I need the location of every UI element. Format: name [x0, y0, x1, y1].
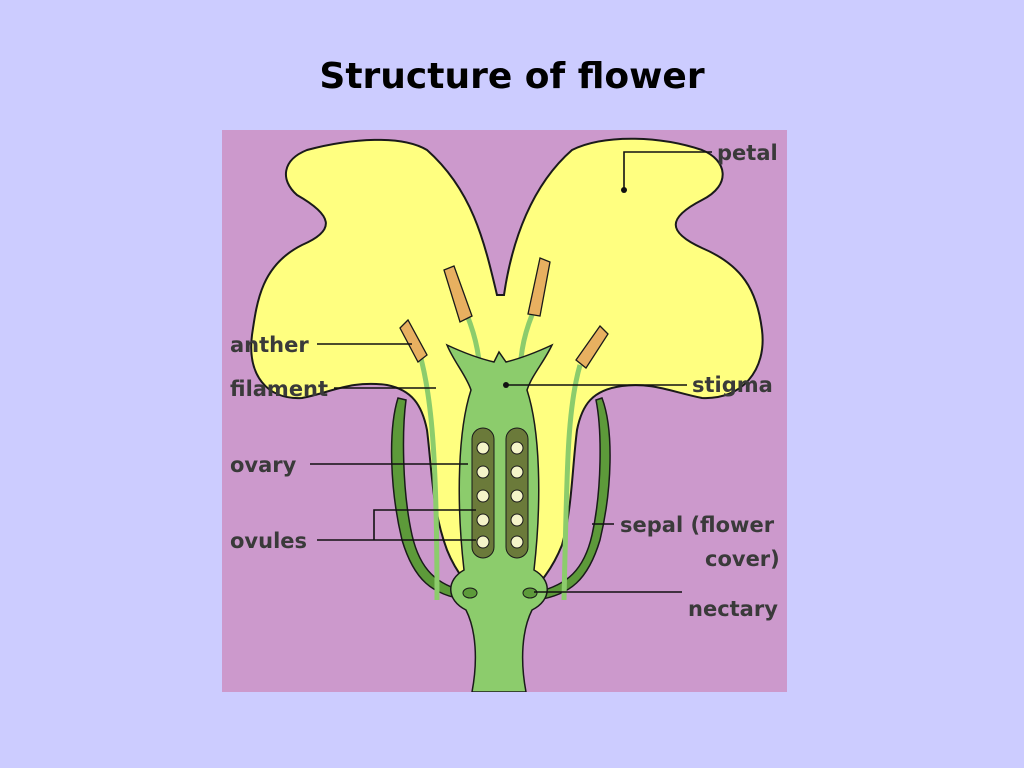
filament-right-outer: [561, 364, 583, 601]
ovule: [476, 513, 490, 527]
leader-dot: [503, 382, 509, 388]
label-filament: filament: [230, 377, 328, 401]
label-ovules: ovules: [230, 529, 307, 553]
nectary-right: [522, 587, 538, 599]
flower-diagram-svg: petal anther filament stigma ovary ovule…: [222, 130, 787, 692]
filament-left-outer: [414, 344, 440, 601]
nectary-left: [462, 587, 478, 599]
label-petal: petal: [717, 141, 778, 165]
ovule: [510, 535, 524, 549]
anther: [527, 257, 551, 317]
ovule: [476, 441, 490, 455]
ovule: [510, 513, 524, 527]
ovules-group: [476, 441, 524, 549]
label-anther: anther: [230, 333, 309, 357]
anther: [575, 324, 609, 369]
leader-ovules: [317, 509, 476, 541]
ovule: [476, 489, 490, 503]
label-nectary: nectary: [688, 597, 778, 621]
ovule: [510, 465, 524, 479]
ovule: [476, 535, 490, 549]
leader-dot: [621, 187, 627, 193]
anthers-group: [399, 257, 609, 369]
leader-lines: [310, 151, 712, 593]
anther: [443, 265, 473, 323]
label-stigma: stigma: [692, 373, 773, 397]
slide-title: Structure of flower: [319, 56, 705, 97]
ovule: [510, 441, 524, 455]
ovule: [510, 489, 524, 503]
label-ovary: ovary: [230, 453, 297, 477]
flower-diagram: petal anther filament stigma ovary ovule…: [222, 130, 787, 692]
anther: [399, 318, 428, 363]
leader-petal: [623, 151, 712, 190]
label-sepal-line2: cover): [705, 547, 780, 571]
ovule: [476, 465, 490, 479]
label-sepal-line1: sepal (flower: [620, 513, 775, 537]
